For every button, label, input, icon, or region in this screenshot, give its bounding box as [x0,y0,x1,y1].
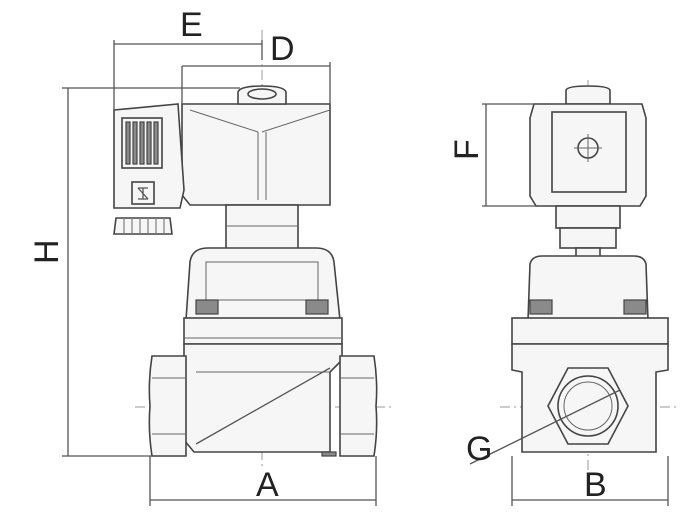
dim-label-g: G [466,430,492,468]
side-view [469,80,680,506]
dim-label-h: H [28,239,66,264]
dim-label-e: E [180,6,203,44]
dim-label-b: B [584,466,607,504]
dim-label-f: F [448,139,486,160]
front-view [62,30,392,506]
dim-label-a: A [256,466,279,504]
dim-label-d: D [270,30,295,68]
